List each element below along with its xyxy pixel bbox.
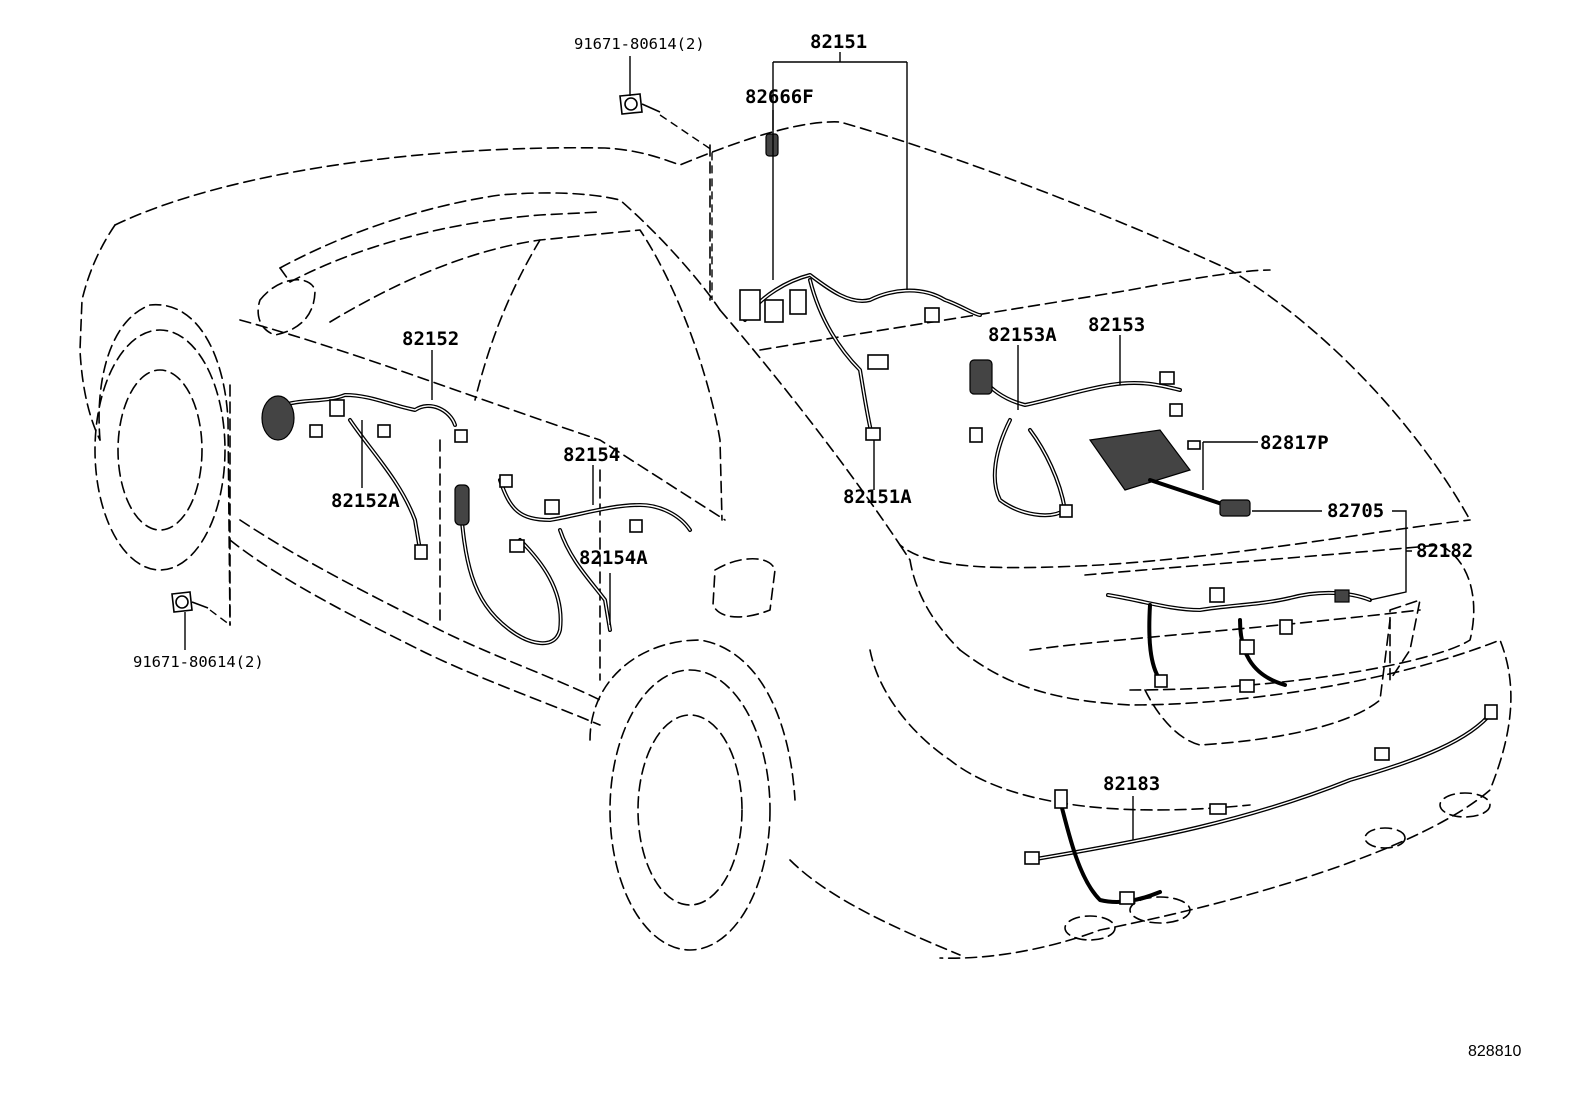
bolt-bottom-icon <box>171 591 209 613</box>
harness-82183 <box>1024 704 1498 905</box>
label-82153: 82153 <box>1088 314 1145 336</box>
label-82152: 82152 <box>402 328 459 350</box>
label-82152A: 82152A <box>331 490 400 512</box>
bolt-top-icon <box>619 93 661 115</box>
car-body-outline <box>79 121 1512 959</box>
harness-82153 <box>969 359 1251 518</box>
harness-82151 <box>739 133 982 441</box>
label-82666F: 82666F <box>745 86 814 108</box>
label-82183: 82183 <box>1103 773 1160 795</box>
label-91671-bottom: 91671-80614(2) <box>133 653 264 671</box>
label-82153A: 82153A <box>988 324 1057 346</box>
harness-82154 <box>454 474 692 646</box>
harness-82182 <box>1106 587 1372 693</box>
label-82151: 82151 <box>810 31 867 53</box>
figure-id: 828810 <box>1468 1043 1521 1060</box>
label-82154A: 82154A <box>579 547 648 569</box>
label-82154: 82154 <box>563 444 620 466</box>
label-82817P: 82817P <box>1260 432 1329 454</box>
label-82182: 82182 <box>1416 540 1473 562</box>
harness-82152 <box>261 393 468 560</box>
leader-lines <box>184 52 1412 840</box>
label-91671-top: 91671-80614(2) <box>574 35 705 53</box>
label-82151A: 82151A <box>843 486 912 508</box>
label-82705: 82705 <box>1327 500 1384 522</box>
